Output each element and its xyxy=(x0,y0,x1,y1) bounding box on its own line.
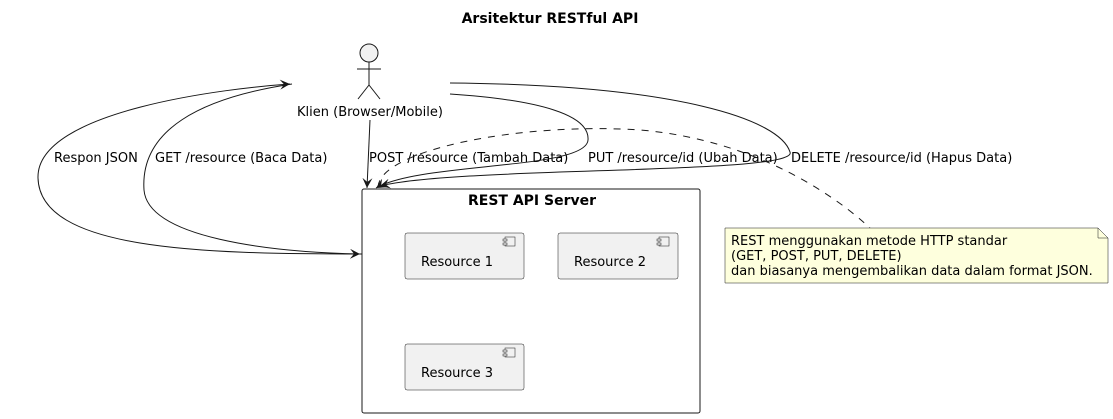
note-line-3: dan biasanya mengembalikan data dalam fo… xyxy=(731,264,1093,279)
edge-post: POST /resource (Tambah Data) xyxy=(362,119,568,189)
component-icon xyxy=(502,347,516,358)
component-label: Resource 1 xyxy=(421,255,493,270)
note-line-2: (GET, POST, PUT, DELETE) xyxy=(731,249,902,264)
edge-label: Respon JSON xyxy=(54,151,138,166)
note-line-1: REST menggunakan metode HTTP standar xyxy=(731,234,1008,249)
edge-get: GET /resource (Baca Data) xyxy=(143,83,361,259)
edge-delete: DELETE /resource/id (Hapus Data) xyxy=(379,82,1012,189)
edge-put: PUT /resource/id (Ubah Data) xyxy=(375,93,778,189)
rest-api-server xyxy=(361,188,701,414)
edge-label: DELETE /resource/id (Hapus Data) xyxy=(791,151,1012,166)
component-icon xyxy=(656,236,670,247)
component-label: Resource 2 xyxy=(574,255,646,270)
component-icon xyxy=(502,236,516,247)
edge-label: POST /resource (Tambah Data) xyxy=(369,151,568,166)
edge-respon-json: Respon JSON xyxy=(37,79,363,255)
note: REST menggunakan metode HTTP standar (GE… xyxy=(724,227,1109,284)
note-connector xyxy=(377,128,871,229)
component-resource-1: Resource 1 xyxy=(404,232,525,280)
actor-icon xyxy=(357,43,381,100)
diagram-title: Arsitektur RESTful API xyxy=(462,11,639,27)
actor-label: Klien (Browser/Mobile) xyxy=(297,105,443,120)
edge-label: PUT /resource/id (Ubah Data) xyxy=(588,151,778,166)
component-resource-2: Resource 2 xyxy=(557,232,679,280)
component-label: Resource 3 xyxy=(421,366,493,381)
server-title: REST API Server xyxy=(468,193,596,209)
component-resource-3: Resource 3 xyxy=(404,343,525,391)
edge-label: GET /resource (Baca Data) xyxy=(155,151,327,166)
